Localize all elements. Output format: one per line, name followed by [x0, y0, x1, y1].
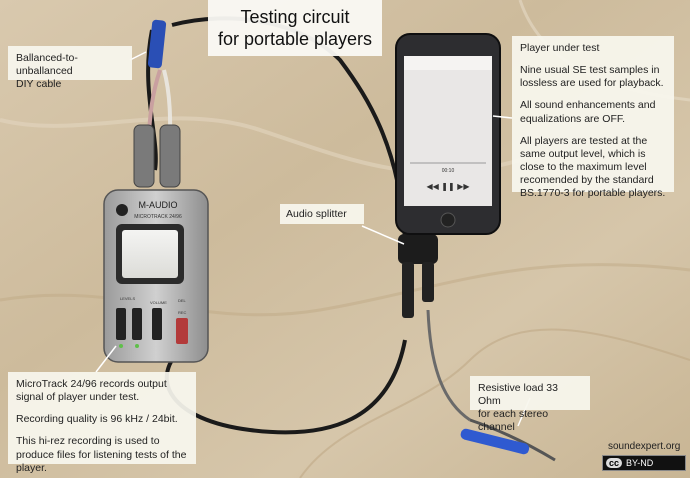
splitter-note-text: Audio splitter [286, 208, 347, 220]
pointer-line [129, 51, 147, 61]
cc-icon: cc [606, 458, 623, 468]
splitter-plug [422, 262, 434, 302]
player-note-paragraph: All sound enhancements and equalizations… [520, 99, 656, 125]
pointer-line [492, 115, 513, 119]
player-note-paragraph: Nine usual SE test samples in lossless a… [520, 64, 664, 90]
recorder-brand: M-AUDIO [139, 200, 178, 210]
volume-label: VOLUME [150, 300, 167, 305]
resistive-load [460, 428, 530, 455]
title-line-1: Testing circuit [240, 7, 350, 27]
title-line-2: for portable players [217, 29, 373, 49]
microtrack-note: MicroTrack 24/96 records output signal o… [8, 372, 196, 474]
player-note: Player under test Nine usual SE test sam… [512, 36, 674, 199]
load-note: Resistive load 33 Ohm for each stereo ch… [470, 376, 590, 433]
splitter-plug [402, 262, 414, 318]
splitter-note: Audio splitter [280, 204, 364, 224]
smartphone: 00:10 ◀◀ ❚❚ ▶▶ [395, 33, 501, 235]
microtrack-note-paragraph: This hi-rez recording is used to produce… [16, 435, 187, 474]
player-note-heading: Player under test [520, 42, 600, 54]
cable-note-line-1: Ballanced-to-unballanced [16, 52, 78, 78]
xlr-plug-left [133, 124, 155, 188]
watermark: soundexpert.org [608, 441, 681, 452]
resistor-lead [469, 418, 556, 462]
marble-vein [299, 328, 690, 478]
blue-heatshrink [147, 19, 167, 69]
microtrack-recorder: M-AUDIO MICROTRACK 24/96 LEVELS VOLUME D… [103, 189, 209, 363]
pointer-line [95, 345, 117, 373]
license-text: BY-ND [626, 458, 654, 468]
cable-note-line-2: DIY cable [16, 78, 62, 91]
audio-splitter [398, 234, 438, 264]
player-note-paragraph: All players are tested at the same outpu… [520, 134, 666, 200]
del-label: DEL [178, 298, 187, 303]
playback-controls-icon: ◀◀ ❚❚ ▶▶ [426, 182, 470, 191]
pointer-line [361, 225, 405, 245]
license-badge: cc BY-ND [602, 455, 686, 471]
figure-title: Testing circuit for portable players [208, 0, 382, 56]
load-note-line-1: Resistive load 33 Ohm [478, 382, 558, 408]
rec-label: REC [178, 310, 187, 315]
microtrack-note-paragraph: Recording quality is 96 kHz / 24bit. [16, 413, 178, 426]
recorder-model: MICROTRACK 24/96 [134, 214, 182, 220]
microtrack-note-paragraph: MicroTrack 24/96 records output signal o… [16, 378, 167, 404]
levels-label: LEVELS [120, 296, 135, 301]
phone-time: 00:10 [442, 168, 455, 174]
load-note-line-2: for each stereo channel [478, 408, 549, 434]
cable-note: Ballanced-to-unballanced DIY cable [8, 46, 132, 90]
xlr-plug-right [159, 124, 181, 188]
resistor-lead [426, 309, 471, 422]
